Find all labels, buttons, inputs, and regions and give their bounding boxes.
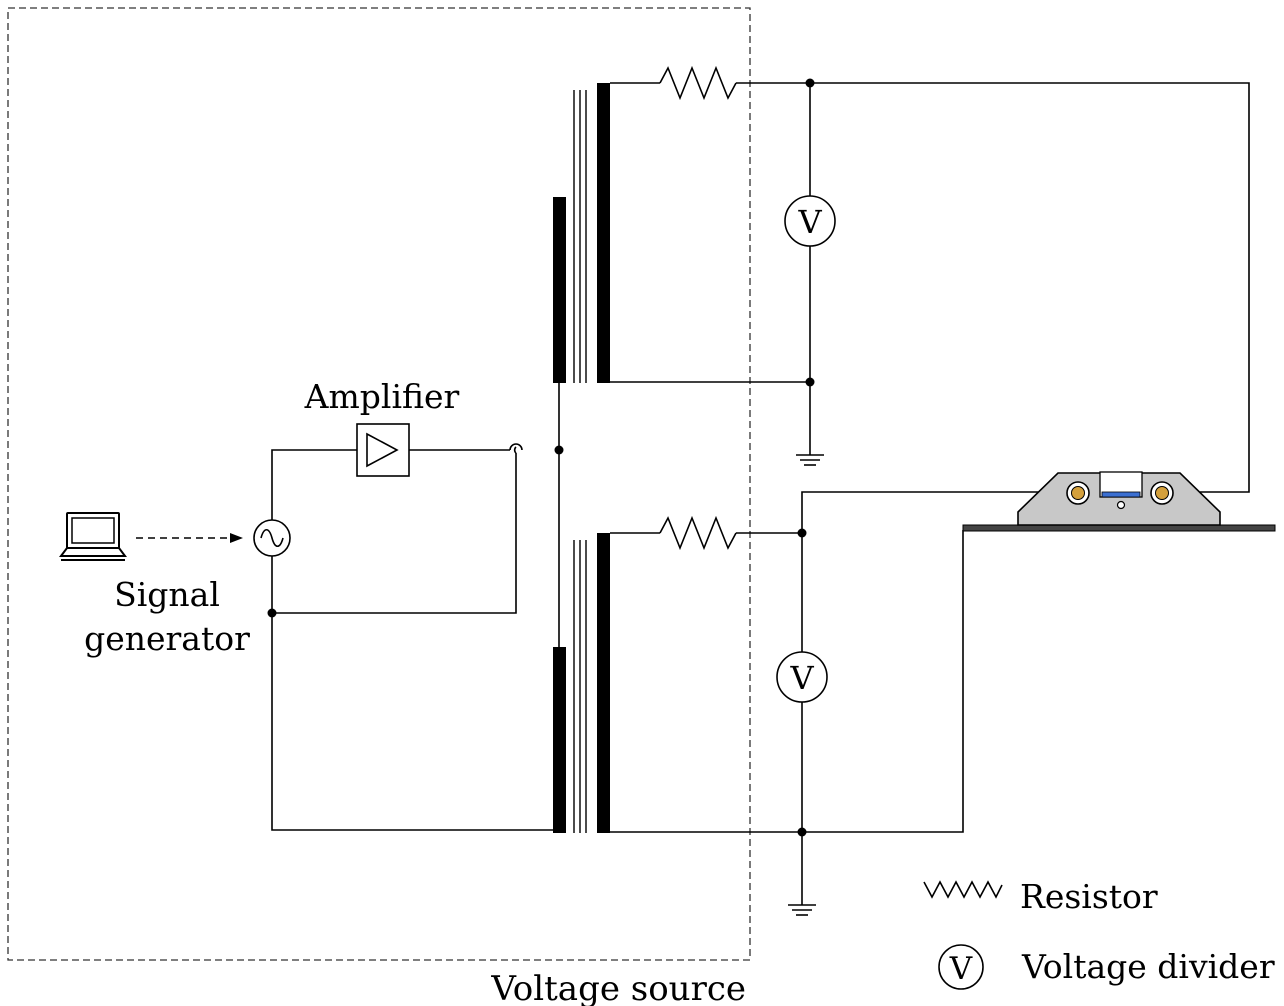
svg-text:V: V <box>949 951 973 987</box>
resistor-icon <box>659 65 737 101</box>
voltage-source-boundary <box>7 7 751 961</box>
lower-transformer <box>553 533 610 833</box>
signal-arrow <box>136 533 243 543</box>
wire-upper-to-device <box>736 82 1250 493</box>
wire-node-to-top-primary <box>272 453 517 614</box>
laptop-icon <box>59 512 127 561</box>
ground-icon <box>796 454 824 466</box>
legend: Resistor V Voltage divider <box>923 877 1275 990</box>
wire-lower-to-device <box>801 491 1064 533</box>
svg-text:V: V <box>789 659 814 697</box>
wire-source-to-amp <box>271 449 357 520</box>
test-device <box>962 471 1276 532</box>
ground-icon <box>788 904 816 916</box>
amplifier-icon <box>356 423 410 477</box>
signal-generator-label-line1: Signal <box>114 575 220 614</box>
legend-voltage-divider-icon: V <box>938 944 984 990</box>
legend-resistor-icon <box>923 880 1003 899</box>
amplifier-label: Amplifier <box>304 377 460 416</box>
signal-generator-label-line2: generator <box>84 619 250 658</box>
ground-plate <box>962 524 1276 532</box>
voltage-source-label: Voltage source <box>490 969 746 1006</box>
junction-dot <box>805 377 815 387</box>
voltage-divider-icon: V <box>784 195 836 247</box>
wire-lower-to-plate <box>802 530 964 833</box>
electrode-icon <box>1150 481 1174 505</box>
upper-transformer <box>553 83 610 383</box>
resistor-icon <box>659 515 737 551</box>
sample-strip <box>1101 491 1141 498</box>
wire-crossover <box>513 446 517 454</box>
svg-text:V: V <box>797 203 822 241</box>
wire-source-to-bottom <box>271 556 553 831</box>
electrode-icon <box>1066 481 1090 505</box>
voltage-divider-icon: V <box>776 651 828 703</box>
legend-voltage-divider-label: Voltage divider <box>1021 947 1275 986</box>
wire-hop <box>509 443 523 451</box>
legend-resistor-label: Resistor <box>1020 877 1158 916</box>
ac-source-icon <box>253 519 291 557</box>
junction-dot <box>267 608 277 618</box>
